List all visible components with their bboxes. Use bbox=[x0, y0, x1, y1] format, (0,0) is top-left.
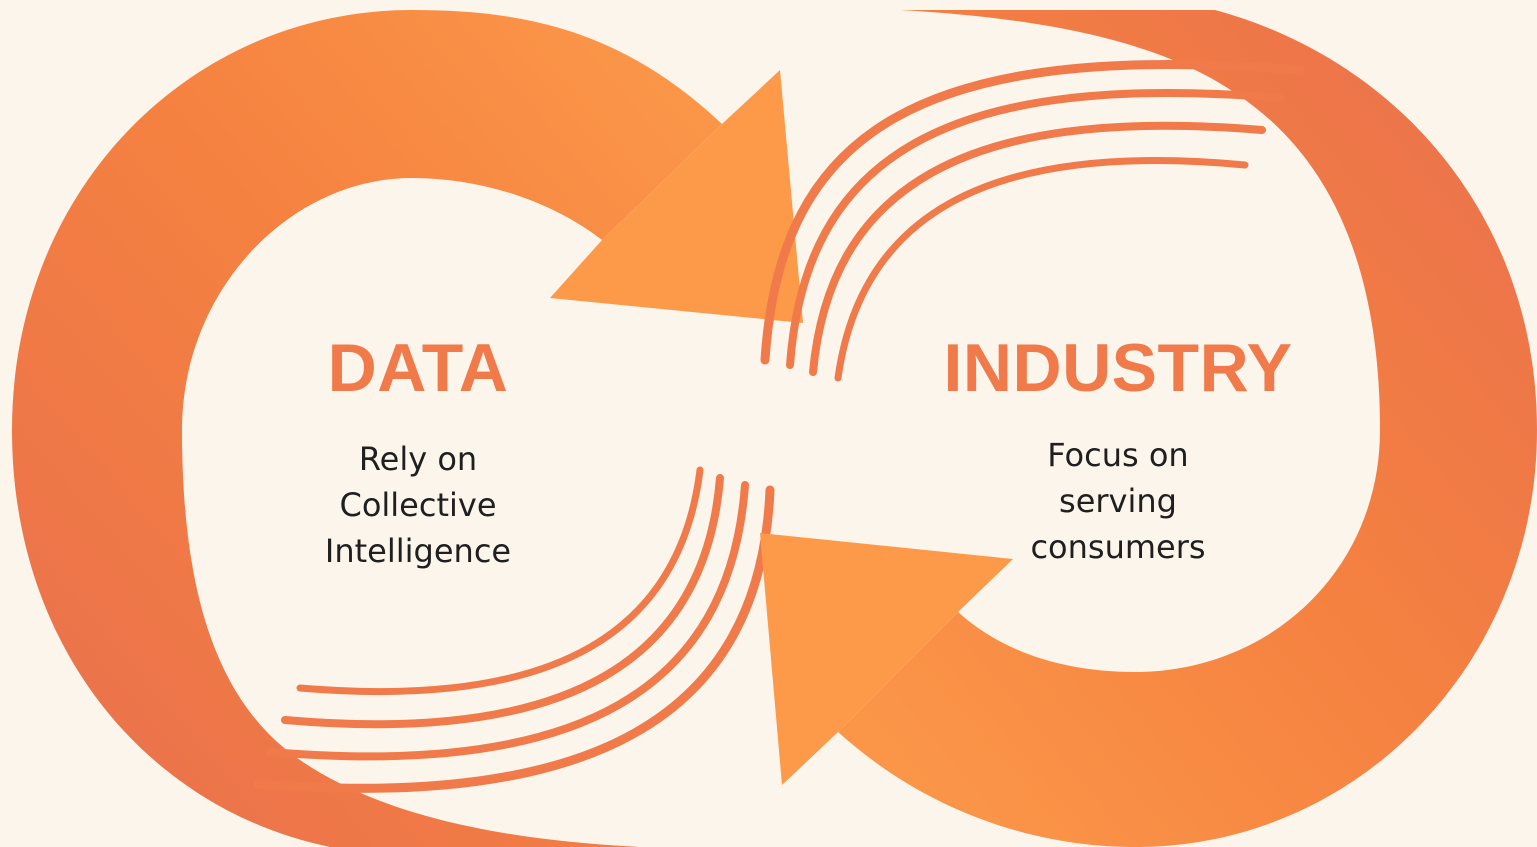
left-arrow-head bbox=[550, 70, 803, 323]
data-subtitle-line-1: Rely on bbox=[358, 440, 478, 478]
data-subtitle-line-3: Intelligence bbox=[324, 532, 512, 570]
left-ring-arrow-body bbox=[12, 10, 722, 847]
industry-subtitle: Focus on serving consumers bbox=[918, 432, 1318, 570]
industry-title: INDUSTRY bbox=[943, 330, 1293, 406]
data-title: DATA bbox=[327, 330, 509, 406]
right-swirl-lines bbox=[760, 60, 1305, 382]
right-ring-arrow-body bbox=[838, 10, 1537, 847]
industry-subtitle-line-3: consumers bbox=[1030, 528, 1206, 566]
left-label-group: DATA Rely on Collective Intelligence bbox=[300, 334, 536, 574]
data-subtitle: Rely on Collective Intelligence bbox=[300, 436, 536, 574]
right-label-group: INDUSTRY Focus on serving consumers bbox=[918, 334, 1318, 570]
left-swirl-lines bbox=[253, 466, 775, 793]
industry-subtitle-line-1: Focus on bbox=[1047, 436, 1189, 474]
industry-subtitle-line-2: serving bbox=[1059, 482, 1177, 520]
right-arrow-head bbox=[760, 533, 1013, 785]
data-subtitle-line-2: Collective bbox=[339, 486, 497, 524]
